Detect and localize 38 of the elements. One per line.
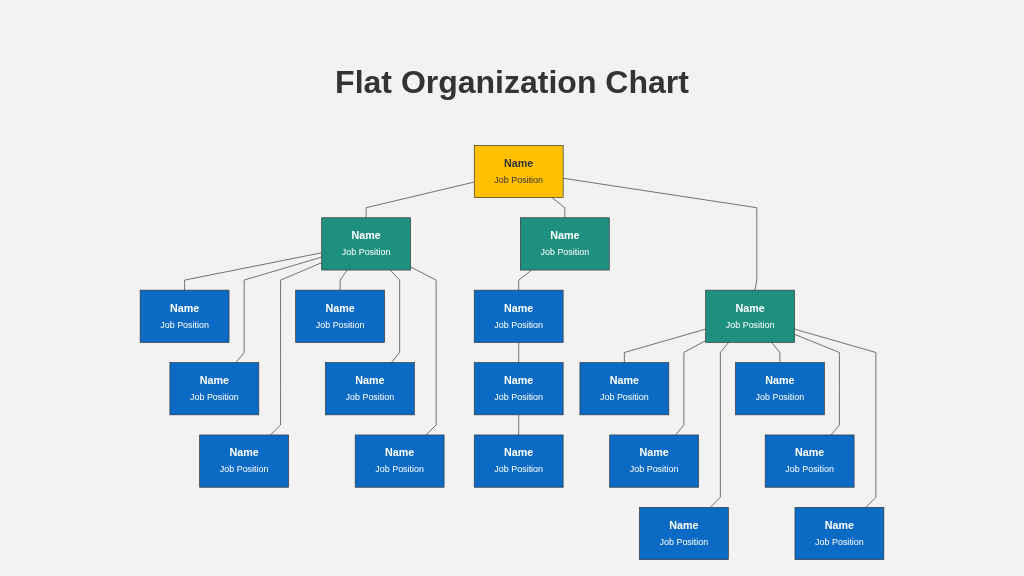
- node-box: Name Job Position: [764, 434, 855, 488]
- node-box: Name Job Position: [473, 289, 564, 343]
- connector: [562, 177, 758, 291]
- node-box: Name Job Position: [579, 362, 670, 416]
- node-box: Name Job Position: [354, 434, 445, 488]
- node-box: Name Job Position: [199, 434, 289, 488]
- chart-title: Flat Organization Chart: [334, 64, 690, 102]
- connector: [624, 328, 706, 363]
- node-box: Name Job Position: [705, 289, 795, 343]
- node-box: Name Job Position: [473, 434, 564, 488]
- connector: [551, 197, 566, 219]
- node-box: Name Job Position: [295, 289, 385, 343]
- connector: [365, 181, 475, 219]
- node-box: Name Job Position: [794, 507, 885, 560]
- node-box: Name Job Position: [325, 362, 415, 416]
- connector: [794, 334, 840, 436]
- connector: [184, 252, 322, 291]
- node-box: Name Job Position: [735, 362, 825, 416]
- connector: [390, 269, 400, 363]
- connector: [518, 414, 520, 436]
- connector: [794, 328, 877, 508]
- connector: [235, 256, 322, 363]
- connector: [771, 342, 781, 363]
- connector: [339, 269, 348, 291]
- node-box: Name Job Position: [473, 145, 564, 198]
- connector: [518, 342, 520, 363]
- connector: [709, 342, 729, 508]
- connector: [518, 269, 532, 291]
- connector: [410, 266, 437, 436]
- connector: [675, 340, 706, 436]
- node-box: Name Job Position: [473, 362, 564, 416]
- connector: [270, 262, 322, 436]
- node-box: Name Job Position: [321, 217, 411, 271]
- node-box: Name Job Position: [639, 507, 729, 560]
- node-box: Name Job Position: [169, 362, 260, 416]
- node-box: Name Job Position: [139, 289, 230, 343]
- node-box: Name Job Position: [609, 434, 699, 488]
- node-box: Name Job Position: [520, 217, 610, 271]
